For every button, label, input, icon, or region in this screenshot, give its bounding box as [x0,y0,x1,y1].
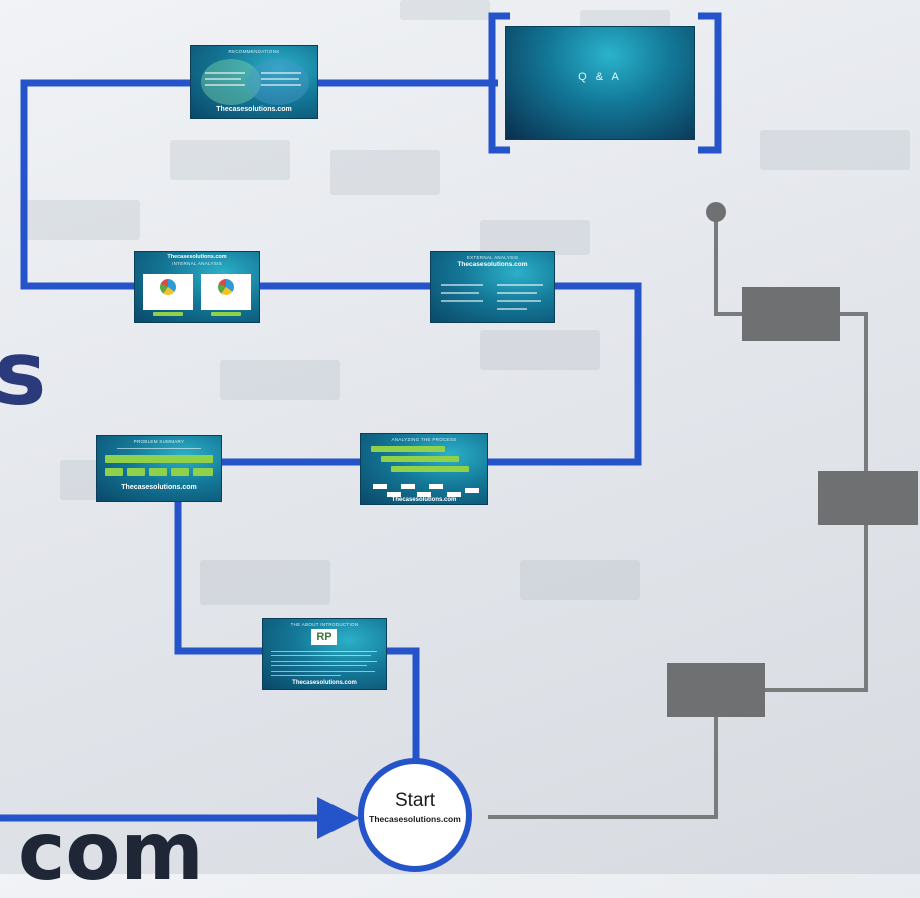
slide-brand: Thecasesolutions.com [167,254,227,260]
slide-circle-left [201,59,261,105]
slide-circle-right [247,59,309,105]
slide-green-bar [381,456,459,462]
slide-flow-box [387,492,401,497]
grey-path-from-start [488,498,868,819]
slide-title: PROBLEM SUMMARY [133,439,185,444]
background-shape [400,0,490,20]
slide-logo: RP [311,629,337,645]
background-shape [480,220,590,255]
slide-title: RECOMMENDATIONS [228,49,280,54]
slide-title: INTERNAL ANALYSIS [172,261,222,266]
qa-bracket-right [698,12,722,154]
slide-title: EXTERNAL ANALYSIS [466,255,519,260]
start-label: Start [394,790,436,811]
slide-green-bar [105,455,213,463]
slide-flow-box [447,492,461,497]
slide-green-bar [153,312,183,316]
grey-path-to-node [714,218,742,316]
background-shape [220,360,340,400]
slide-external-analysis[interactable]: EXTERNAL ANALYSIS Thecasesolutions.com [430,251,555,323]
background-shape [200,560,330,605]
slide-green-bar [193,468,213,476]
slide-pie-right [218,279,234,295]
grey-path-middle [840,312,868,498]
background-shape [60,460,100,500]
slide-green-bar [171,468,189,476]
arrow-head [332,804,360,832]
background-shape [760,130,910,170]
slide-brand: Thecasesolutions.com [457,261,528,268]
slide-brand: Thecasesolutions.com [216,106,292,113]
slide-intro[interactable]: THE ABOUT INTRODUCTION RP Thecasesolutio… [262,618,387,690]
slide-flow-box [417,492,431,497]
background-text-left: s [0,322,47,425]
slide-pie-left [160,279,176,295]
slide-flow-box [373,484,387,489]
slide-brand: Thecasesolutions.com [121,484,197,491]
slide-green-bar [105,468,123,476]
blue-path-start-up [385,647,420,760]
slide-recommendations[interactable]: RECOMMENDATIONS Thecasesolutions.com [190,45,318,119]
slide-internal-analysis[interactable]: Thecasesolutions.com INTERNAL ANALYSIS [134,251,260,323]
slide-title: THE ABOUT INTRODUCTION [290,622,359,627]
background-shape [520,560,640,600]
slide-flow-box [401,484,415,489]
start-sublabel: Thecasesolutions.com [369,814,461,824]
start-node[interactable] [358,758,472,872]
grey-box-middle [818,471,918,525]
background-shape [480,330,600,370]
slide-green-bar [127,468,145,476]
slide-qa[interactable]: Q & A [505,26,695,140]
slide-green-bar [149,468,167,476]
slide-problem-summary[interactable]: PROBLEM SUMMARY Thecasesolutions.com [96,435,222,502]
slide-flow-box [429,484,443,489]
slide-green-bar [211,312,241,316]
slide-analyzing-process[interactable]: ANALYZING THE PROCESS Thecasesolutions.c… [360,433,488,505]
slide-title: ANALYZING THE PROCESS [391,437,457,442]
slide-green-bar [371,446,445,452]
slide-title-qa: Q & A [578,71,622,83]
slide-brand: Thecasesolutions.com [292,680,357,686]
grey-box-top [742,287,840,341]
blue-path-left-loop [20,79,190,290]
slide-green-bar [391,466,469,472]
grey-end-node [706,202,726,222]
background-shape [170,140,290,180]
qa-bracket-left [488,12,510,154]
blue-path-to-external [486,282,642,466]
grey-box-bottom [667,663,765,717]
background-shape [330,150,440,195]
slide-flow-box [465,488,479,493]
slide-brand: Thecasesolutions.com [391,497,457,503]
background-shape [20,200,140,240]
blue-path-to-problem [174,500,262,655]
